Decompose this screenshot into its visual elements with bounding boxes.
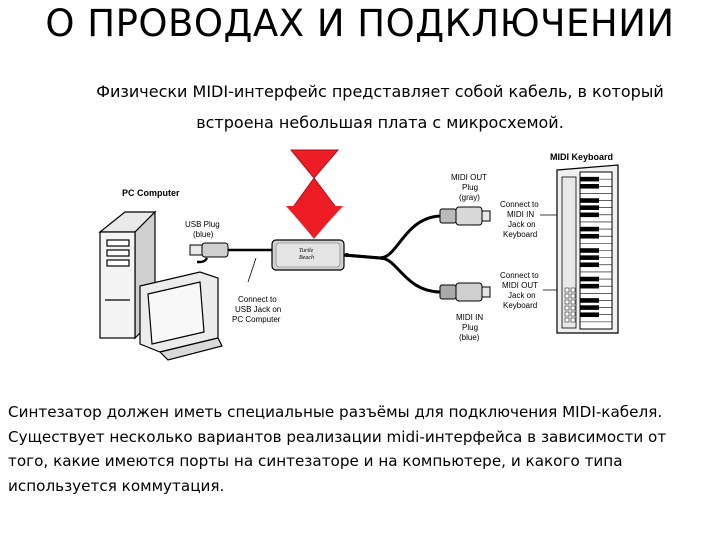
midi-out-plug-word: Plug <box>462 183 478 192</box>
body-line-1: Синтезатор должен иметь специальные разъ… <box>8 403 663 421</box>
monitor-icon <box>139 271 223 361</box>
connect-midi-out-line1: Connect to <box>500 271 539 280</box>
usb-plug-color: (blue) <box>193 230 214 239</box>
intro-line-2: встроена небольшая плата с микросхемой. <box>196 113 564 132</box>
midi-in-plug-icon <box>439 282 491 302</box>
body-line-2: Существует несколько вариантов реализаци… <box>8 427 667 446</box>
midi-out-plug-label: MIDI OUT <box>451 173 487 182</box>
midi-out-plug-icon <box>439 206 491 226</box>
intro-line-1: Физически MIDI-интерфейс представляет со… <box>96 82 664 101</box>
midi-in-plug-word: Plug <box>462 323 478 332</box>
connect-midi-in-line4: Keyboard <box>503 230 537 239</box>
interface-logo-line2: Beach <box>299 255 314 261</box>
connect-midi-out-line3: Jack on <box>508 291 536 300</box>
body-line-4: используется коммутация. <box>8 476 225 495</box>
usb-plug-icon <box>189 242 272 258</box>
connect-midi-out-line4: Keyboard <box>503 301 537 310</box>
body-line-3: того, какие имеются порты на синтезаторе… <box>8 452 623 470</box>
connect-midi-in-line2: MIDI IN <box>507 210 534 219</box>
connect-midi-in-line3: Jack on <box>508 220 536 229</box>
connect-midi-out-line2: MIDI OUT <box>502 281 538 290</box>
usb-connect-line2: USB Jack on <box>235 305 281 314</box>
page-title: О ПРОВОДАХ И ПОДКЛЮЧЕНИИ <box>45 2 675 45</box>
midi-in-plug-color: (blue) <box>459 333 480 342</box>
midi-connection-diagram: PC Computer USB Plug (blue) Connect to U… <box>98 149 619 361</box>
usb-plug-label: USB Plug <box>185 220 220 229</box>
connect-midi-in-line1: Connect to <box>500 200 539 209</box>
usb-connect-line1: Connect to <box>238 295 277 304</box>
usb-connect-line3: PC Computer <box>232 315 281 324</box>
midi-keyboard-label: MIDI Keyboard <box>550 152 613 162</box>
pc-computer-label: PC Computer <box>122 188 180 198</box>
midi-out-plug-color: (gray) <box>459 193 480 202</box>
body-paragraph: Синтезатор должен иметь специальные разъ… <box>8 400 714 498</box>
interface-logo-line1: Turtle <box>299 248 314 254</box>
midi-interface-box: Turtle Beach <box>271 239 345 271</box>
midi-keyboard-icon <box>556 164 619 334</box>
midi-in-plug-label: MIDI IN <box>456 313 483 322</box>
